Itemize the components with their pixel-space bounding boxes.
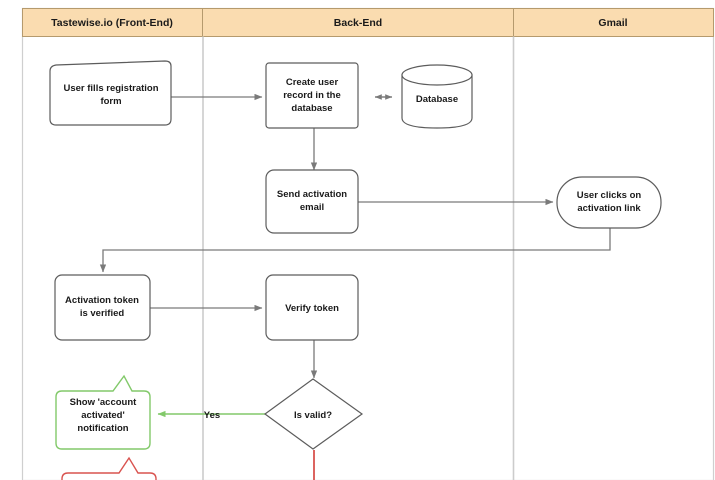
fills-form-label-line-2: form xyxy=(100,96,121,107)
node-create-record[interactable]: Create user record in the database xyxy=(265,62,359,129)
node-database[interactable]: Database xyxy=(401,64,473,129)
is-valid-label: Is valid? xyxy=(294,410,332,421)
node-show-invalid[interactable]: Show 'invalid link' xyxy=(61,456,157,480)
clicks-link-shape xyxy=(556,176,662,229)
send-email-label-line-1: Send activation xyxy=(277,189,347,200)
node-show-activated[interactable]: Show 'account activated' notification xyxy=(55,374,151,450)
edge-clicks-link-to-token-verified xyxy=(99,228,611,273)
clicks-link-label-line-2: activation link xyxy=(577,203,641,214)
lane-header-backend xyxy=(202,8,514,37)
create-record-label-line-3: database xyxy=(291,103,332,114)
token-verified-label-line-1: Activation token xyxy=(65,295,139,306)
show-invalid-shape xyxy=(61,456,157,480)
send-email-label-line-2: email xyxy=(300,202,324,213)
send-email-shape xyxy=(265,169,359,234)
node-send-email[interactable]: Send activation email xyxy=(265,169,359,234)
node-clicks-link[interactable]: User clicks on activation link xyxy=(556,176,662,229)
verify-token-label: Verify token xyxy=(285,303,339,314)
database-top-ellipse xyxy=(401,64,473,86)
show-activated-label-line-3: notification xyxy=(77,423,128,434)
fills-form-shape xyxy=(49,60,172,126)
token-verified-label-line-2: is verified xyxy=(80,308,125,319)
node-fills-form[interactable]: User fills registration form xyxy=(49,60,172,126)
database-body xyxy=(401,74,473,129)
database-label: Database xyxy=(416,94,458,105)
edge-label-yes: Yes xyxy=(204,410,220,421)
create-record-label-line-1: Create user xyxy=(286,77,339,88)
lane-label-gmail: Gmail xyxy=(598,17,627,29)
lane-label-frontend: Tastewise.io (Front-End) xyxy=(51,17,173,29)
is-valid-shape xyxy=(263,378,364,450)
show-activated-shape xyxy=(55,374,151,450)
edge-layer xyxy=(99,93,611,480)
clicks-link-label-line-1: User clicks on xyxy=(577,190,642,201)
fills-form-label-line-1: User fills registration xyxy=(63,83,158,94)
node-token-verified[interactable]: Activation token is verified xyxy=(54,274,151,341)
create-record-shape xyxy=(265,62,359,129)
lane-header-gmail xyxy=(513,8,714,37)
token-verified-shape xyxy=(54,274,151,341)
show-activated-label-line-1: Show 'account xyxy=(70,397,137,408)
verify-token-shape xyxy=(265,274,359,341)
show-activated-label-line-2: activated' xyxy=(81,410,124,421)
create-record-label-line-2: record in the xyxy=(283,90,341,101)
lane-label-backend: Back-End xyxy=(334,17,382,29)
node-verify-token[interactable]: Verify token xyxy=(265,274,359,341)
node-is-valid[interactable]: Is valid? xyxy=(263,378,364,450)
swimlane-headers: Tastewise.io (Front-End) Back-End Gmail xyxy=(22,8,714,37)
